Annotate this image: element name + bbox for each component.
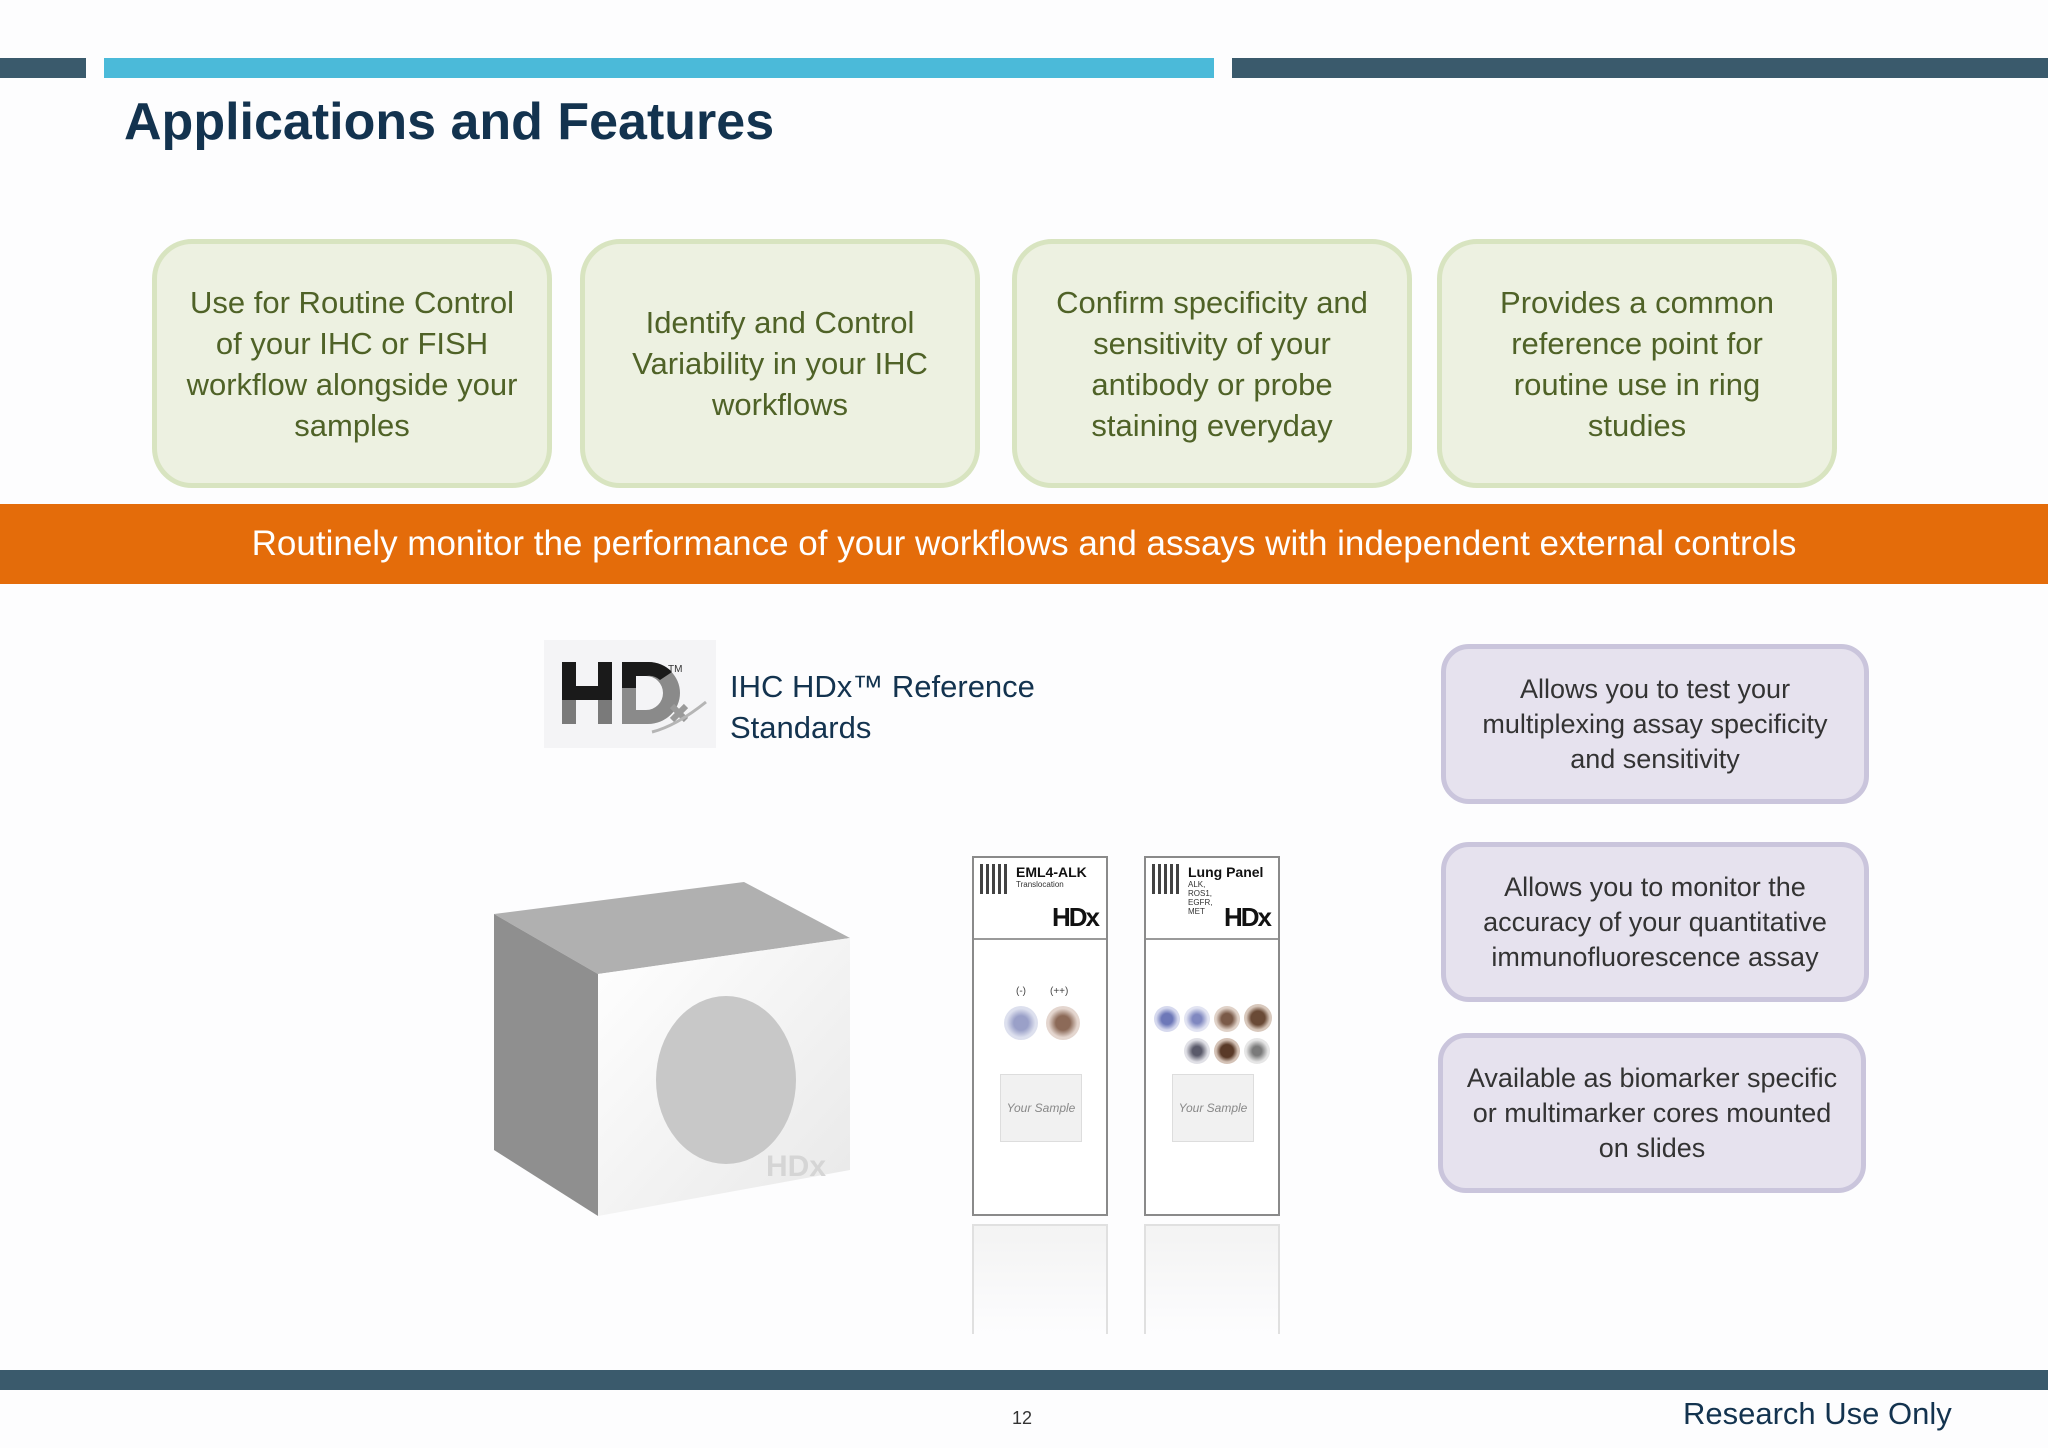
tissue-core [1184,1006,1210,1032]
your-sample-area: Your Sample [1172,1074,1254,1142]
product-caption-line2: Standards [730,710,872,745]
research-use-only-note: Research Use Only [1683,1396,1952,1431]
slide-hdx-logo: HDx [1223,902,1272,932]
feature-box-variability: Identify and Control Variability in your… [580,239,980,488]
tissue-core [1154,1006,1180,1032]
svg-text:TM: TM [668,664,682,675]
benefit-box-multiplexing: Allows you to test your multiplexing ass… [1441,644,1869,804]
top-bar-cyan [104,58,1214,78]
slide-title: EML4-ALK [1016,864,1087,880]
top-bar-left [0,58,86,78]
page-number: 12 [1012,1408,1033,1428]
hdx-logo: TM [544,640,716,748]
qr-code-icon [1152,864,1182,894]
product-caption-line1: IHC HDx™ Reference [730,669,1035,704]
slide-eml4-alk: EML4-ALK Translocation HDx (-) (++) Your… [972,856,1108,1216]
feature-box-reference-point: Provides a common reference point for ro… [1437,239,1837,488]
slide-divider [974,938,1106,940]
page-title: Applications and Features [124,93,775,151]
slide-subtitle: ALK, ROS1, EGFR, MET [1188,880,1213,916]
product-caption: IHC HDx™ Reference Standards [730,666,1035,748]
tissue-core [1004,1006,1038,1040]
slide-reflection [1144,1224,1280,1334]
tissue-core [1214,1006,1240,1032]
slide-hdx-logo: HDx [1051,902,1100,932]
your-sample-area: Your Sample [1000,1074,1082,1142]
feature-box-specificity: Confirm specificity and sensitivity of y… [1012,239,1412,488]
tissue-core [1184,1038,1210,1064]
slide-title: Lung Panel [1188,864,1264,880]
marker-label-negative: (-) [1016,986,1026,997]
footer-bar [0,1370,2048,1390]
monitor-banner: Routinely monitor the performance of you… [0,504,2048,584]
slide-lung-panel: Lung Panel ALK, ROS1, EGFR, MET HDx Your… [1144,856,1280,1216]
slide-subtitle: Translocation [1016,880,1064,889]
slide-reflection [972,1224,1108,1334]
qr-code-icon [980,864,1010,894]
top-bar-right [1232,58,2048,78]
marker-label-positive: (++) [1050,986,1069,997]
benefit-box-quantitative: Allows you to monitor the accuracy of yo… [1441,842,1869,1002]
tissue-core [1244,1004,1272,1032]
tissue-core [1046,1006,1080,1040]
benefit-box-availability: Available as biomarker specific or multi… [1438,1033,1866,1193]
feature-box-routine-control: Use for Routine Control of your IHC or F… [152,239,552,488]
slide-divider [1146,938,1278,940]
hdx-block-image: HDx [480,870,860,1230]
tissue-core [1214,1038,1240,1064]
block-hdx-mark: HDx [766,1150,826,1183]
tissue-core [1244,1038,1270,1064]
